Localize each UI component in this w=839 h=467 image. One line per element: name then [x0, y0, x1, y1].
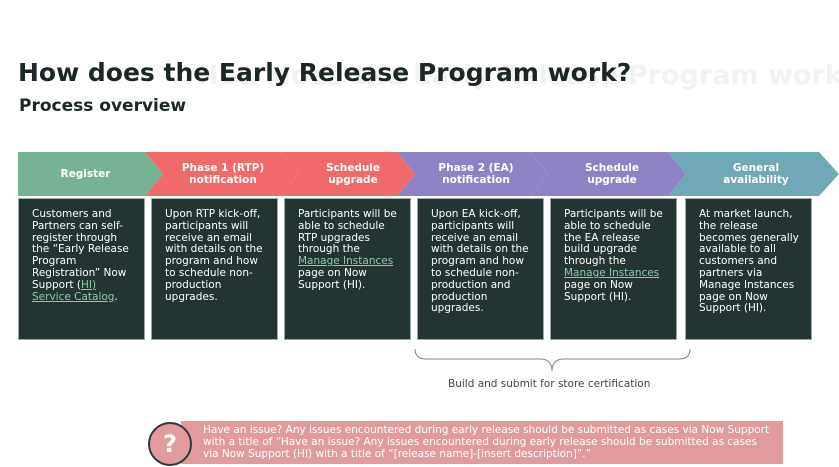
manage-instances-link[interactable]: Manage Instances	[298, 255, 394, 268]
card-phase2: Upon EA kick-off, participants will rece…	[417, 198, 544, 340]
help-note: Have an issue? Any issues encountered du…	[181, 421, 783, 464]
page-title: How does the Early Release Program work?	[18, 58, 632, 87]
arrow-general	[668, 152, 839, 196]
arrow-phase1	[145, 152, 298, 196]
card-schedule-rtp: Participants will be able to schedule RT…	[284, 198, 411, 340]
arrow-schedule2	[530, 152, 686, 196]
card-register: Customers and Partners can self-register…	[18, 198, 145, 340]
manage-instances-link-ea[interactable]: Manage Instances	[564, 266, 660, 279]
process-arrows	[18, 152, 839, 196]
question-mark-icon: ?	[148, 422, 192, 466]
phase-register-label: Register	[60, 168, 111, 180]
bracket-label: Build and submit for store certification	[448, 378, 651, 390]
ghost-title: How does the Early Release Program work?	[196, 60, 839, 91]
card-general: At market launch, the release becomes ge…	[685, 198, 812, 340]
phase2-bracket	[414, 348, 691, 372]
arrow-phase2	[397, 152, 548, 196]
service-catalog-link[interactable]: HI) Service Catalog	[32, 278, 115, 303]
phase-ea-label: Phase 2 (EA)notification	[438, 162, 514, 186]
card-schedule-ea: Participants will be able to schedule th…	[550, 198, 677, 340]
phase-rtp-label: Phase 1 (RTP)notification	[181, 162, 265, 186]
arrow-schedule1	[280, 152, 415, 196]
page-subtitle: Process overview	[19, 96, 187, 116]
card-phase1: Upon RTP kick-off, participants will rec…	[151, 198, 278, 340]
arrow-register	[18, 152, 163, 196]
